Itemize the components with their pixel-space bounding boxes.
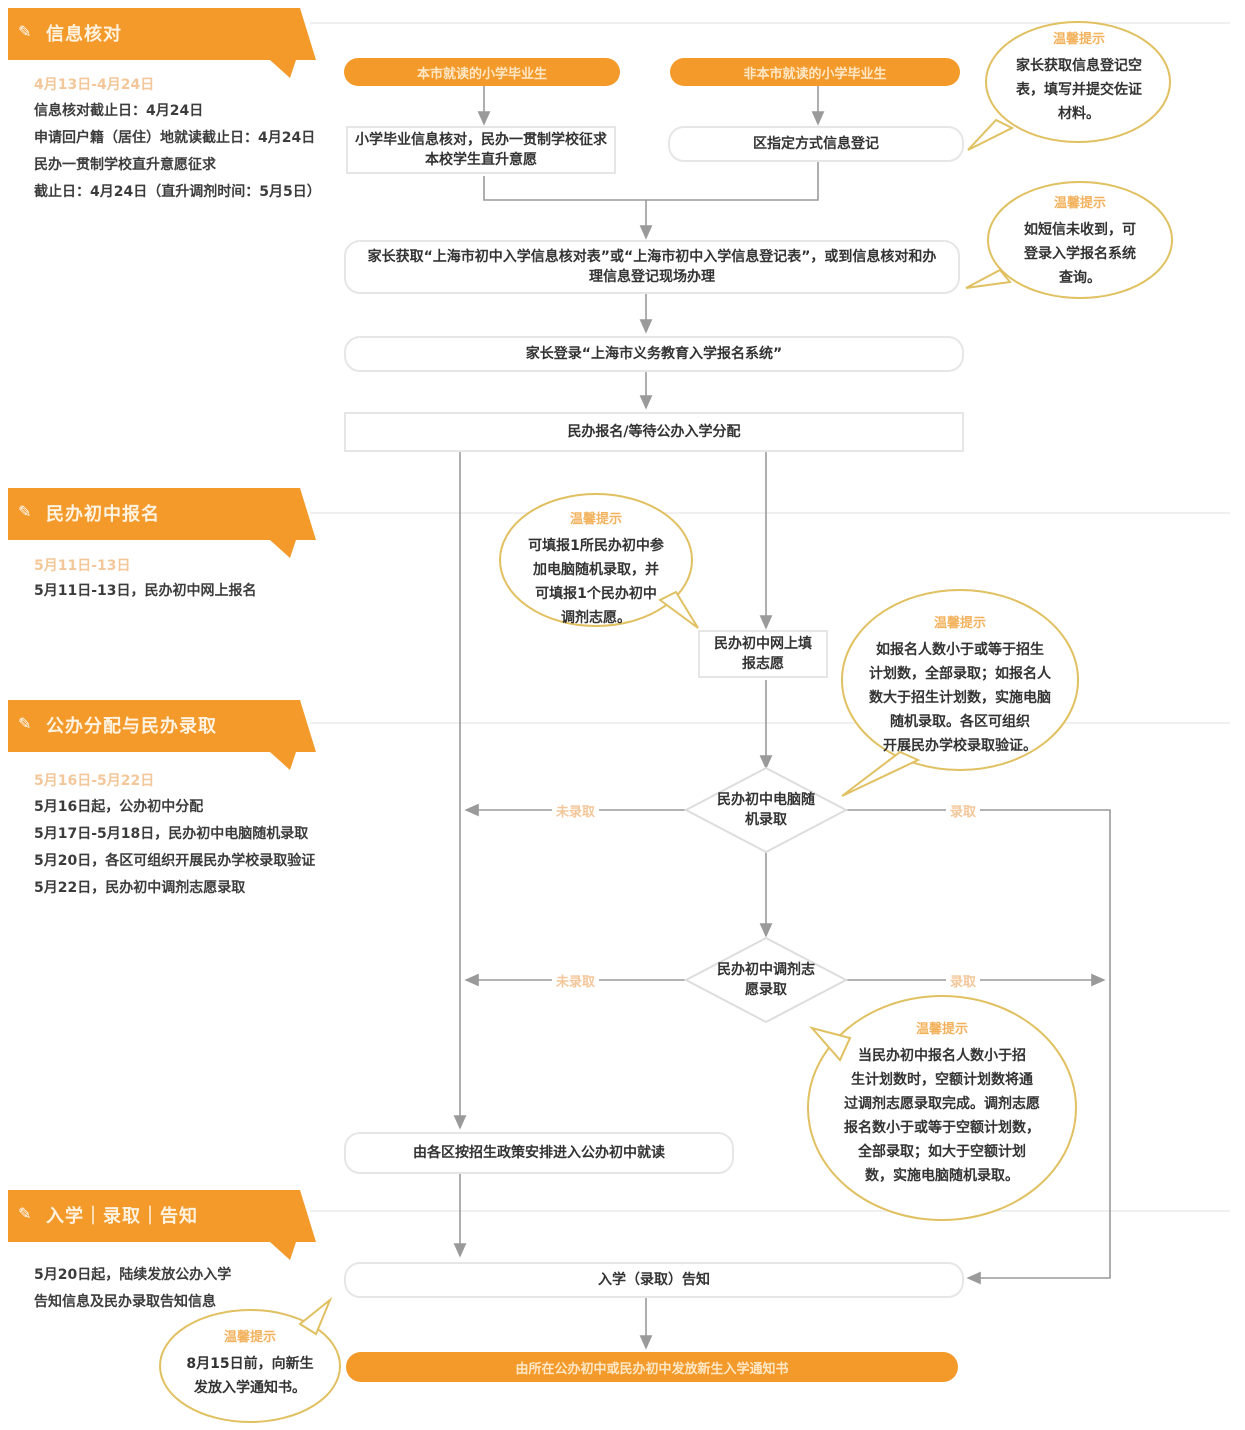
tip-title: 温馨提示 bbox=[1053, 196, 1106, 211]
pencil-icon: ✎ bbox=[18, 502, 32, 521]
tip-line: 数，实施电脑随机录取。 bbox=[865, 1168, 1019, 1184]
note-line: 申请回户籍（居住）地就读截止日：4月24日 bbox=[34, 130, 316, 146]
edge-label-admitted: 录取 bbox=[946, 971, 981, 990]
notify-box: 入学（录取）告知 bbox=[344, 1262, 964, 1298]
tip-title: 温馨提示 bbox=[569, 512, 622, 527]
tip-line: 调剂志愿。 bbox=[561, 610, 631, 626]
tip-line: 可填报1所民办初中参 bbox=[528, 538, 664, 554]
note-line: 5月20日，各区可组织开展民办学校录取验证 bbox=[34, 853, 316, 869]
section-title: 信息核对 bbox=[46, 24, 122, 45]
note-line: 截止日：4月24日（直升调剂时间：5月5日） bbox=[34, 184, 321, 200]
note-line: 5月11日-13日，民办初中网上报名 bbox=[34, 583, 257, 599]
note-line: 5月20日起，陆续发放公办入学 bbox=[34, 1267, 232, 1283]
tip-line: 表，填写并提交佐证 bbox=[1016, 82, 1142, 98]
tip-line: 加电脑随机录取，并 bbox=[533, 562, 659, 578]
cloud-tip-6 bbox=[159, 1296, 341, 1423]
login-box: 家长登录“上海市义务教育入学报名系统” bbox=[344, 336, 964, 372]
tip-line: 登录入学报名系统 bbox=[1024, 246, 1136, 262]
tip-line: 可填报1个民办初中 bbox=[535, 586, 657, 602]
pencil-icon: ✎ bbox=[18, 1204, 32, 1223]
cloud-tip-4 bbox=[841, 589, 1079, 797]
tip-line: 材料。 bbox=[1058, 106, 1100, 122]
section-title: 入学｜录取｜告知 bbox=[46, 1206, 198, 1227]
tip-line: 随机录取。各区可组织 bbox=[890, 714, 1030, 730]
banner-shape bbox=[8, 488, 316, 558]
parent-get-box: 家长获取“上海市初中入学信息核对表”或“上海市初中入学信息登记表”，或到信息核对… bbox=[344, 240, 960, 294]
tip-title: 温馨提示 bbox=[1052, 32, 1105, 47]
banner-shape bbox=[8, 700, 316, 770]
decision-diamond-lottery bbox=[683, 766, 849, 854]
edge-label-admitted: 录取 bbox=[946, 801, 981, 820]
tip-text-5: 温馨提示 当民办初中报名人数小于招 生计划数时，空额计划数将通 过调剂志愿录取完… bbox=[816, 1018, 1068, 1188]
tip-line: 发放入学通知书。 bbox=[194, 1380, 306, 1396]
tip-title: 温馨提示 bbox=[223, 1330, 276, 1345]
edge-label-not-admitted: 未录取 bbox=[552, 801, 600, 820]
tip-title: 温馨提示 bbox=[915, 1022, 968, 1037]
adjust-decision-text: 民办初中调剂志愿录取 bbox=[717, 962, 815, 998]
tip-line: 查询。 bbox=[1059, 270, 1101, 286]
banner-shape bbox=[8, 8, 316, 78]
tip-line: 过调剂志愿录取完成。调剂志愿 bbox=[844, 1096, 1040, 1112]
section-banner-private-apply: ✎ 民办初中报名 bbox=[0, 488, 316, 558]
banner-shape bbox=[8, 1190, 316, 1260]
final-pill: 由所在公办初中或民办初中发放新生入学通知书 bbox=[346, 1352, 958, 1382]
note-line: 5月17日-5月18日，民办初中电脑随机录取 bbox=[34, 826, 309, 842]
verify-box: 小学毕业信息核对，民办一贯制学校征求本校学生直升意愿 bbox=[346, 126, 616, 174]
tip-line: 8月15日前，向新生 bbox=[186, 1356, 314, 1372]
section-notes: 5月16日起，公办初中分配 5月17日-5月18日，民办初中电脑随机录取 5月2… bbox=[34, 794, 315, 902]
section-notes: 信息核对截止日：4月24日 申请回户籍（居住）地就读截止日：4月24日 民办一贯… bbox=[34, 98, 321, 206]
section-notes: 5月11日-13日，民办初中网上报名 bbox=[34, 578, 257, 605]
divider-line bbox=[310, 722, 1230, 724]
apply-box: 民办报名/等待公办入学分配 bbox=[344, 412, 964, 452]
tip-line: 当民办初中报名人数小于招 bbox=[858, 1048, 1026, 1064]
divider-line bbox=[310, 1210, 1230, 1212]
section-notes: 5月20日起，陆续发放公办入学 告知信息及民办录取告知信息 bbox=[34, 1262, 231, 1316]
tip-line: 计划数，全部录取；如报名人 bbox=[869, 666, 1051, 682]
section-banner-enroll: ✎ 入学｜录取｜告知 bbox=[0, 1190, 316, 1260]
tip-text-1: 温馨提示 家长获取信息登记空 表，填写并提交佐证 材料。 bbox=[994, 28, 1164, 126]
section-title: 民办初中报名 bbox=[46, 504, 160, 525]
public-assign-box: 由各区按招生政策安排进入公办初中就读 bbox=[344, 1132, 734, 1174]
section-dates: 4月13日-4月24日 bbox=[34, 77, 155, 93]
note-line: 民办一贯制学校直升意愿征求 bbox=[34, 157, 216, 173]
register-box: 区指定方式信息登记 bbox=[668, 126, 964, 162]
tip-text-4: 温馨提示 如报名人数小于或等于招生 计划数，全部录取；如报名人 数大于招生计划数… bbox=[850, 612, 1070, 758]
tip-line: 开展民办学校录取验证。 bbox=[883, 738, 1037, 754]
edge-label-not-admitted: 未录取 bbox=[552, 971, 600, 990]
tip-line: 全部录取；如大于空额计划 bbox=[858, 1144, 1026, 1160]
cloud-tip-5 bbox=[807, 995, 1077, 1221]
tip-text-6: 温馨提示 8月15日前，向新生 发放入学通知书。 bbox=[168, 1326, 332, 1400]
tip-title: 温馨提示 bbox=[933, 616, 986, 631]
divider-line bbox=[310, 512, 1230, 514]
tip-line: 如报名人数小于或等于招生 bbox=[876, 642, 1044, 658]
lottery-decision-text: 民办初中电脑随机录取 bbox=[717, 792, 815, 828]
note-line: 5月16日起，公办初中分配 bbox=[34, 799, 204, 815]
tip-line: 家长获取信息登记空 bbox=[1016, 58, 1142, 74]
note-line: 告知信息及民办录取告知信息 bbox=[34, 1294, 216, 1310]
online-fill-box: 民办初中网上填报志愿 bbox=[698, 630, 828, 678]
divider-line bbox=[310, 22, 1230, 24]
start-nonlocal-pill: 非本市就读的小学毕业生 bbox=[670, 58, 960, 86]
cloud-tip-3 bbox=[499, 493, 699, 629]
note-line: 5月22日，民办初中调剂志愿录取 bbox=[34, 880, 246, 896]
pencil-icon: ✎ bbox=[18, 714, 32, 733]
section-title: 公办分配与民办录取 bbox=[46, 716, 217, 737]
tip-line: 数大于招生计划数，实施电脑 bbox=[869, 690, 1051, 706]
section-dates: 5月16日-5月22日 bbox=[34, 773, 155, 789]
tip-line: 报名数小于或等于空额计划数， bbox=[844, 1120, 1040, 1136]
pencil-icon: ✎ bbox=[18, 22, 32, 41]
cloud-tip-1 bbox=[967, 21, 1171, 151]
start-local-pill: 本市就读的小学毕业生 bbox=[344, 58, 620, 86]
note-line: 信息核对截止日：4月24日 bbox=[34, 103, 204, 119]
tip-line: 如短信未收到，可 bbox=[1024, 222, 1136, 238]
decision-diamond-adjust bbox=[683, 936, 849, 1024]
tip-text-2: 温馨提示 如短信未收到，可 登录入学报名系统 查询。 bbox=[998, 192, 1162, 290]
cloud-tip-2 bbox=[965, 181, 1173, 299]
tip-text-3: 温馨提示 可填报1所民办初中参 加电脑随机录取，并 可填报1个民办初中 调剂志愿… bbox=[506, 508, 686, 630]
section-dates: 5月11日-13日 bbox=[34, 558, 131, 574]
section-banner-assign: ✎ 公办分配与民办录取 bbox=[0, 700, 316, 770]
tip-line: 生计划数时，空额计划数将通 bbox=[851, 1072, 1033, 1088]
section-banner-verify: ✎ 信息核对 bbox=[0, 8, 316, 78]
